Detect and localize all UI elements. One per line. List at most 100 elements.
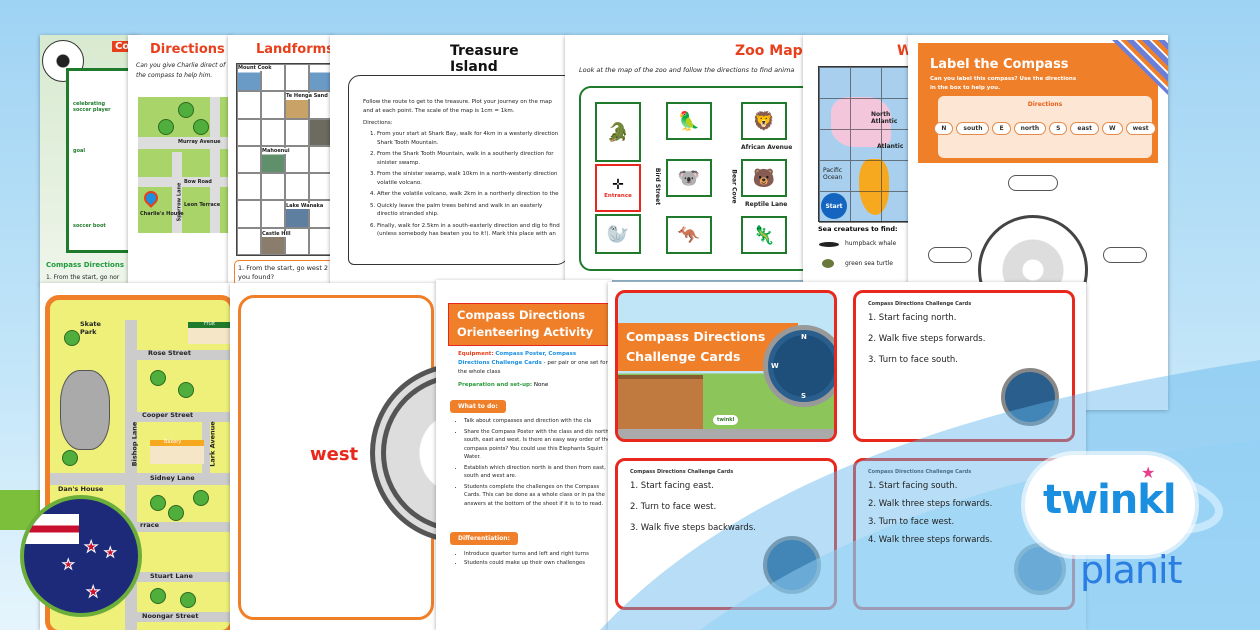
intro: Look at the map of the zoo and follow th… bbox=[579, 66, 795, 74]
challenge-cover-card: Compass Directions Challenge Cards twink… bbox=[615, 290, 837, 442]
list-item: Talk about compasses and direction with … bbox=[464, 417, 612, 426]
step: From the sinister swamp, walk 10km in a … bbox=[377, 170, 563, 187]
card-header: Compass Directions Challenge Cards bbox=[868, 301, 972, 307]
new-zealand-flag-icon: ★ ★ ★ ★ bbox=[20, 495, 142, 617]
place-label: Mount Cook bbox=[238, 65, 272, 71]
what-label: What to do: bbox=[450, 400, 506, 413]
ocean-label: Atlantic bbox=[877, 143, 904, 150]
word-pill[interactable]: W bbox=[1101, 122, 1123, 135]
compass-icon: N W S bbox=[763, 325, 834, 407]
card-title: Landforms bbox=[256, 42, 334, 57]
step: 4. Walk three steps forwards. bbox=[868, 535, 993, 545]
orienteering-card: Compass Directions Orienteering Activity… bbox=[436, 280, 612, 630]
question: 1. From the start, go nor bbox=[46, 274, 120, 281]
compass-icon bbox=[1001, 368, 1059, 426]
step: 1. Start facing east. bbox=[630, 481, 714, 491]
shop-label: Bakery bbox=[164, 439, 182, 445]
place-label: Lake Wanaka bbox=[286, 203, 324, 209]
soccer-grid: celebrating soccer player goal soccer bo… bbox=[66, 68, 138, 253]
word-pill[interactable]: S bbox=[1049, 122, 1068, 135]
star-icon: ★ bbox=[1141, 463, 1156, 482]
equipment: Equipment: Compass Poster, Compass Direc… bbox=[458, 350, 608, 377]
box-title: Directions bbox=[1027, 101, 1063, 108]
equipment-link[interactable]: Compass Poster, Compass Directions Chall… bbox=[458, 351, 577, 366]
koala-icon: 🐨 bbox=[666, 159, 712, 197]
equipment-text: - per pair or one set for the whole clas… bbox=[458, 360, 608, 375]
entrance-compass: ✛ Entrance bbox=[595, 164, 641, 212]
equipment-label: Equipment: bbox=[458, 351, 494, 357]
card-title: Compass Directions Orienteering Activity bbox=[457, 308, 594, 339]
street-label: Rose Street bbox=[148, 349, 191, 357]
lake bbox=[60, 370, 110, 450]
word-pill[interactable]: west bbox=[1125, 122, 1156, 135]
list-item: Students could make up their own challen… bbox=[464, 559, 612, 568]
street-label: rrace bbox=[140, 521, 160, 529]
ground bbox=[618, 429, 834, 439]
zoo-map: 🐊 ✛ Entrance 🦭 🦜 🐨 🦘 🦁 🐻 🦎 Bird Street B… bbox=[579, 86, 805, 271]
step: Finally, walk for 2.5km in a south-easte… bbox=[377, 222, 563, 239]
list-item: Students complete the challenges on the … bbox=[464, 483, 612, 509]
place-label: Te Henga Sand bbox=[286, 93, 328, 99]
bear-icon: 🐻 bbox=[741, 159, 787, 197]
crocodile-icon: 🐊 bbox=[595, 102, 641, 162]
card-title: Directions f bbox=[150, 42, 232, 57]
zoo-map-card: Zoo Map Look at the map of the zoo and f… bbox=[565, 35, 805, 280]
answer-box-top[interactable] bbox=[1008, 175, 1058, 191]
directions-card: Directions f Can you give Charlie direct… bbox=[128, 35, 232, 285]
word-bank: N south E north S east W west bbox=[934, 122, 1156, 135]
card-title: Label the Compass bbox=[930, 57, 1069, 72]
kangaroo-icon: 🦘 bbox=[666, 216, 712, 254]
ocean-label: Pacific Ocean bbox=[823, 167, 843, 181]
creature: green sea turtle bbox=[845, 260, 893, 267]
step: 3. Walk five steps backwards. bbox=[630, 523, 756, 533]
list-item: Introduce quarter turns and left and rig… bbox=[464, 550, 612, 559]
question: 1. From the start, go west 2 you found? bbox=[238, 264, 329, 281]
bakery: Bakery bbox=[150, 439, 204, 464]
planit-logo: planit bbox=[1080, 548, 1183, 592]
word-pill[interactable]: south bbox=[956, 122, 990, 135]
step: 2. Walk three steps forwards. bbox=[868, 499, 993, 509]
step: 2. Walk five steps forwards. bbox=[868, 334, 986, 344]
map: Murray Avenue Bow Road Leon Terrace Spar… bbox=[138, 97, 232, 233]
street-label: Sidney Lane bbox=[150, 474, 195, 482]
steps-list: From your start at Shark Bay, walk for 4… bbox=[363, 130, 563, 239]
card-title: Co bbox=[112, 41, 133, 52]
step: From the Shark Tooth Mountain, walk in a… bbox=[377, 150, 563, 167]
answer-box-right[interactable] bbox=[1103, 247, 1147, 263]
what-list: Talk about compasses and direction with … bbox=[464, 417, 612, 508]
word-pill[interactable]: east bbox=[1070, 122, 1099, 135]
step: Quickly leave the palm trees behind and … bbox=[377, 202, 563, 219]
entrance-label: Entrance bbox=[604, 193, 632, 199]
street-label: African Avenue bbox=[741, 144, 793, 151]
place-label: Mahoenui bbox=[262, 148, 290, 154]
cockatoo-icon: 🦜 bbox=[666, 102, 712, 140]
soccer-compass-card: Co celebrating soccer player goal soccer… bbox=[40, 35, 138, 285]
answer-box-left[interactable] bbox=[928, 247, 972, 263]
compass-n: N bbox=[801, 333, 807, 341]
street-label: Reptile Lane bbox=[745, 201, 788, 208]
seal-icon: 🦭 bbox=[595, 214, 641, 254]
street-label: Cooper Street bbox=[142, 411, 194, 419]
word-pill[interactable]: north bbox=[1013, 122, 1047, 135]
street-label: Stuart Lane bbox=[150, 572, 193, 580]
ocean-label: North Atlantic bbox=[871, 111, 898, 125]
card-title: Zoo Map bbox=[735, 43, 803, 59]
treasure-island-card: Treasure Island Follow the route to get … bbox=[330, 35, 568, 285]
footer-title: Compass Directions bbox=[46, 261, 125, 269]
place-label: Dan's House bbox=[58, 485, 104, 493]
place-label: Skate Park bbox=[80, 320, 101, 336]
place-label: Castle Hill bbox=[262, 231, 291, 237]
start-button[interactable]: Start bbox=[821, 193, 847, 219]
landforms-card: Landforms Mount Cook Te Henga Sand Mahoe… bbox=[228, 35, 334, 285]
intro: Follow the route to get to the treasure.… bbox=[363, 99, 552, 114]
word-pill[interactable]: E bbox=[992, 122, 1011, 135]
diff-list: Introduce quarter turns and left and rig… bbox=[464, 550, 612, 567]
grid-label: celebrating soccer player bbox=[73, 101, 111, 113]
grid-label: soccer boot bbox=[73, 223, 106, 229]
world-map-card: W North Atlantic Atlantic Pacific Ocean … bbox=[803, 35, 911, 283]
lion-icon: 🦁 bbox=[741, 102, 787, 140]
step: 3. Turn to face west. bbox=[868, 517, 955, 527]
card-title: Treasure Island bbox=[450, 43, 519, 75]
list-item: Establish which direction north is and t… bbox=[464, 464, 612, 481]
word-pill[interactable]: N bbox=[934, 122, 954, 135]
